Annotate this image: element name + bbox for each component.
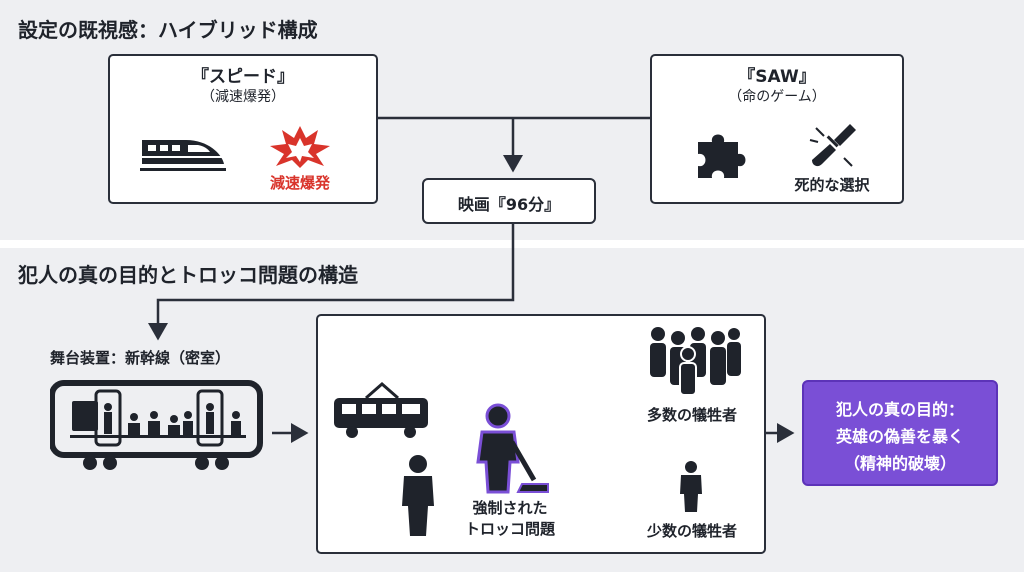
bottom-heading: 犯人の真の目的とトロッコ問題の構造 (18, 263, 358, 287)
movie-box (422, 178, 596, 224)
purpose-line1: 犯人の真の目的： (835, 400, 964, 419)
puzzle-icon (698, 134, 746, 178)
choice-label: 死的な選択 (794, 176, 870, 194)
forced-line2: トロッコ問題 (464, 520, 556, 538)
explosion-label: 減速爆発 (269, 174, 331, 192)
speed-box (108, 54, 378, 204)
purpose-box: 犯人の真の目的： 英雄の偽善を暴く （精神的破壊） (802, 380, 998, 486)
saw-title: 『SAW』 (738, 67, 816, 87)
purpose-line3: （精神的破壊） (843, 454, 956, 473)
bullet-train-icon (140, 140, 226, 171)
person-icon (402, 455, 434, 536)
crowd-icon (650, 327, 741, 396)
explosion-icon (270, 126, 330, 168)
purpose-line2: 英雄の偽善を暴く (835, 427, 964, 446)
saw-box (650, 54, 904, 204)
person-at-lever-icon (476, 403, 549, 494)
speed-subtitle: （減速爆発） (201, 89, 285, 105)
saw-subtitle: （命のゲーム） (728, 89, 826, 105)
train-car-icon (50, 380, 263, 470)
movie-label: 映画『96分』 (457, 195, 561, 214)
person-icon (680, 461, 702, 512)
broken-sword-icon (809, 124, 856, 167)
tram-icon (334, 382, 428, 438)
forced-line1: 強制された (472, 499, 548, 517)
top-heading: 設定の既視感：ハイブリッド構成 (18, 18, 318, 42)
stage-label: 舞台装置：新幹線（密室） (50, 349, 231, 367)
many-victims-label: 多数の犠牲者 (646, 406, 738, 424)
speed-title: 『スピード』 (192, 67, 294, 87)
few-victims-label: 少数の犠牲者 (646, 522, 738, 540)
